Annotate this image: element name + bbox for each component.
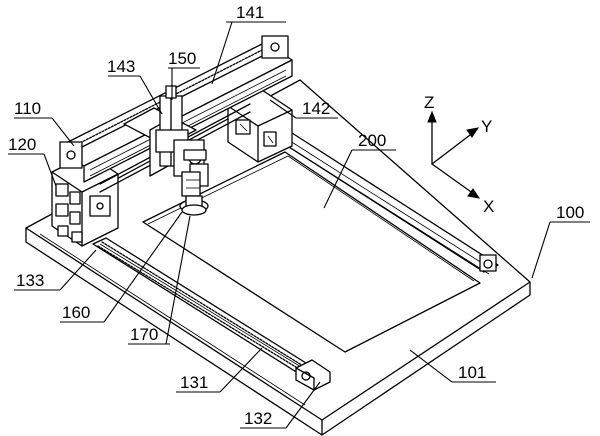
label-133: 133 <box>16 271 44 290</box>
label-142: 142 <box>302 99 330 118</box>
label-170: 170 <box>130 325 158 344</box>
label-131: 131 <box>180 373 208 392</box>
label-110: 110 <box>14 99 41 118</box>
label-141: 141 <box>236 3 264 22</box>
linear-rail-131 <box>92 237 331 386</box>
axis-z-label: Z <box>424 93 434 112</box>
end-block-132 <box>295 359 331 391</box>
label-120: 120 <box>8 135 36 154</box>
axis-y-label: Y <box>481 117 492 136</box>
label-100: 100 <box>556 203 584 222</box>
leader-lines <box>8 21 590 429</box>
label-143: 143 <box>107 57 135 76</box>
reference-labels: 141 143 150 110 142 120 200 100 133 160 … <box>8 3 584 428</box>
label-150: 150 <box>168 49 196 68</box>
tool-nozzle <box>179 171 209 216</box>
label-160: 160 <box>62 303 90 322</box>
axis-indicator: Z Y X <box>424 93 494 216</box>
label-200: 200 <box>358 131 386 150</box>
axis-x-label: X <box>483 197 494 216</box>
label-132: 132 <box>244 409 272 428</box>
left-column-120 <box>51 153 119 247</box>
label-101: 101 <box>458 363 486 382</box>
right-rail <box>277 132 499 275</box>
z-axis-head-150 <box>155 85 209 187</box>
